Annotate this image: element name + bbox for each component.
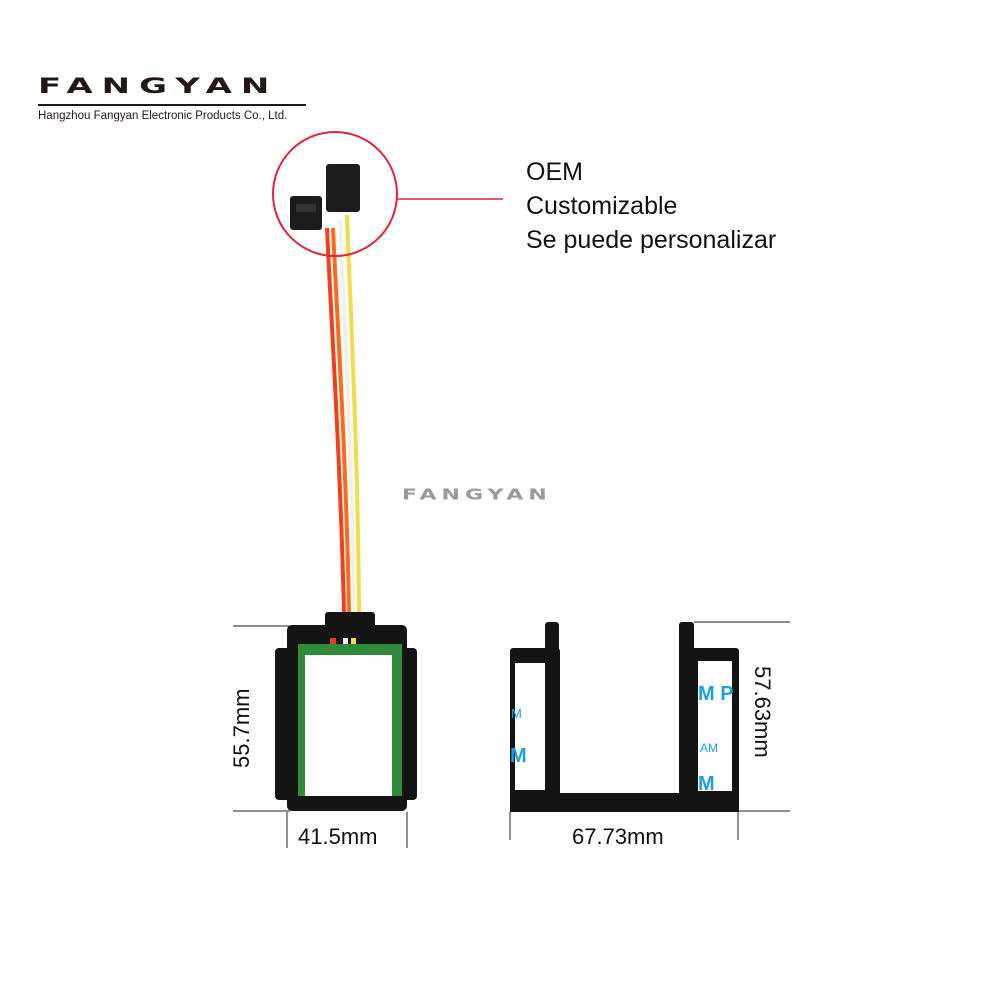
sensor-module (275, 612, 417, 811)
mounting-bracket: M M M P AM M (510, 622, 739, 812)
customization-callout: OEM Customizable Se puede personalizar (526, 155, 776, 257)
svg-text:AM: AM (700, 741, 718, 755)
callout-line-customizable: Customizable (526, 192, 678, 220)
callout-line-spanish: Se puede personalizar (526, 226, 777, 254)
logo-divider (38, 104, 306, 106)
svg-text:M P: M P (698, 683, 734, 705)
svg-text:M: M (510, 745, 527, 767)
dimension-lines (233, 621, 790, 848)
bracket-height-label: 57.63mm (750, 666, 775, 758)
svg-text:M: M (511, 706, 522, 721)
company-name: Hangzhou Fangyan Electronic Products Co.… (38, 110, 288, 122)
bracket-width-label: 67.73mm (572, 824, 664, 849)
callout-line-oem: OEM (526, 158, 583, 186)
brand-logo: FANGYAN (38, 74, 279, 99)
connector-icon (290, 164, 360, 230)
watermark: FANGYAN (402, 486, 552, 504)
callout-circle (272, 131, 398, 257)
wire-bundle (325, 214, 361, 613)
module-width-label: 41.5mm (298, 824, 378, 849)
svg-text:M: M (698, 773, 715, 795)
module-height-label: 55.7mm (229, 688, 254, 768)
